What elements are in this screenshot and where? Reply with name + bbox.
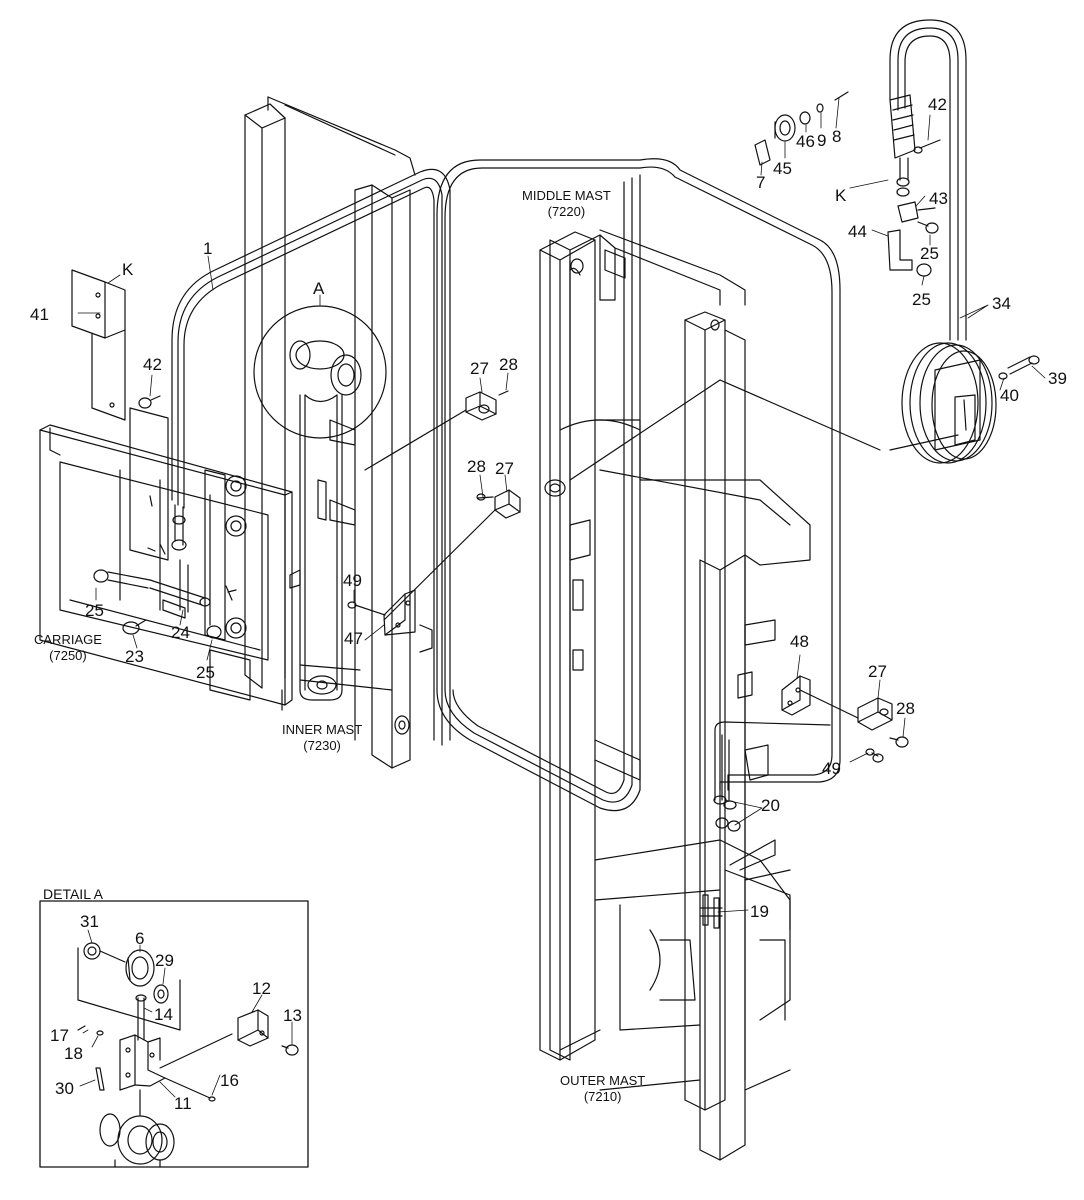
callout-28-b: 28 (467, 457, 486, 476)
detail-a-title: DETAIL A (43, 886, 103, 902)
clamp-27-right (858, 698, 908, 762)
callout-K-left: K (122, 260, 134, 279)
bracket-47 (348, 590, 415, 635)
middle-hose-loop (437, 159, 840, 811)
callout-44: 44 (848, 222, 867, 241)
fittings-20 (714, 796, 740, 831)
callout-49-a: 49 (343, 571, 362, 590)
callout-9: 9 (817, 131, 827, 150)
callout-25-d: 25 (912, 290, 931, 309)
outer-mast (540, 232, 810, 1160)
callout-20: 20 (761, 796, 780, 815)
fittings-19 (700, 895, 722, 928)
callout-42-left: 42 (143, 355, 162, 374)
detail-callout-11: 11 (174, 1094, 192, 1113)
callout-45: 45 (773, 159, 792, 178)
detail-callout-31: 31 (80, 912, 99, 931)
detail-callout-18: 18 (64, 1044, 83, 1063)
callout-25-b: 25 (196, 663, 215, 682)
clamp-27-lower (477, 490, 520, 518)
bolt-39 (999, 356, 1039, 379)
hose-fitting-top (890, 95, 915, 196)
inner-mast (245, 97, 432, 768)
bracket-41 (72, 270, 125, 420)
callout-39: 39 (1048, 369, 1067, 388)
sheave-parts (755, 92, 848, 165)
callout-48: 48 (790, 632, 809, 651)
callout-8: 8 (832, 127, 842, 146)
bracket-48 (782, 676, 810, 715)
callout-K-right: K (835, 186, 847, 205)
callout-19: 19 (750, 902, 769, 921)
detail-callout-16: 16 (220, 1071, 239, 1090)
callout-7: 7 (756, 173, 766, 192)
callout-34: 34 (992, 294, 1011, 313)
callout-49-b: 49 (822, 759, 841, 778)
fitting-43 (898, 202, 938, 233)
callout-40: 40 (1000, 386, 1019, 405)
caption-inner-mast: INNER MAST (7230) (282, 722, 363, 753)
callout-24: 24 (171, 623, 190, 642)
detail-callout-30: 30 (55, 1079, 74, 1098)
leader-lines (78, 98, 1045, 912)
callout-27-b: 27 (495, 459, 514, 478)
callout-27-c: 27 (868, 662, 887, 681)
callout-47: 47 (344, 629, 363, 648)
callout-A: A (313, 279, 325, 298)
caption-middle-mast: MIDDLE MAST (7220) (522, 188, 611, 219)
callout-23: 23 (125, 647, 144, 666)
top-hose-loop (890, 20, 966, 340)
callout-41: 41 (30, 305, 49, 324)
caption-carriage: CARRIAGE (7250) (34, 632, 102, 663)
callout-42-right: 42 (928, 95, 947, 114)
inner-lift-cylinder (254, 306, 386, 700)
middle-mast (550, 230, 775, 1110)
detail-callout-14: 14 (154, 1005, 173, 1024)
callout-28-c: 28 (896, 699, 915, 718)
detail-a (40, 901, 308, 1167)
carriage (40, 408, 300, 710)
caption-outer-mast: OUTER MAST (7210) (560, 1073, 646, 1104)
callout-25-a: 25 (85, 601, 104, 620)
detail-callout-6: 6 (135, 929, 145, 948)
detail-callout-29: 29 (155, 951, 174, 970)
carriage-fittings (94, 505, 221, 638)
callout-28-a: 28 (499, 355, 518, 374)
clamp-27-upper (466, 391, 508, 420)
callout-46: 46 (796, 132, 815, 151)
detail-callout-17: 17 (50, 1026, 69, 1045)
callout-25-c: 25 (920, 244, 939, 263)
callout-1: 1 (203, 239, 213, 258)
hose-1 (172, 169, 450, 745)
callout-43: 43 (929, 189, 948, 208)
detail-callout-13: 13 (283, 1006, 302, 1025)
detail-callout-12: 12 (252, 979, 271, 998)
callout-27-a: 27 (470, 359, 489, 378)
sheave-34 (902, 343, 996, 463)
